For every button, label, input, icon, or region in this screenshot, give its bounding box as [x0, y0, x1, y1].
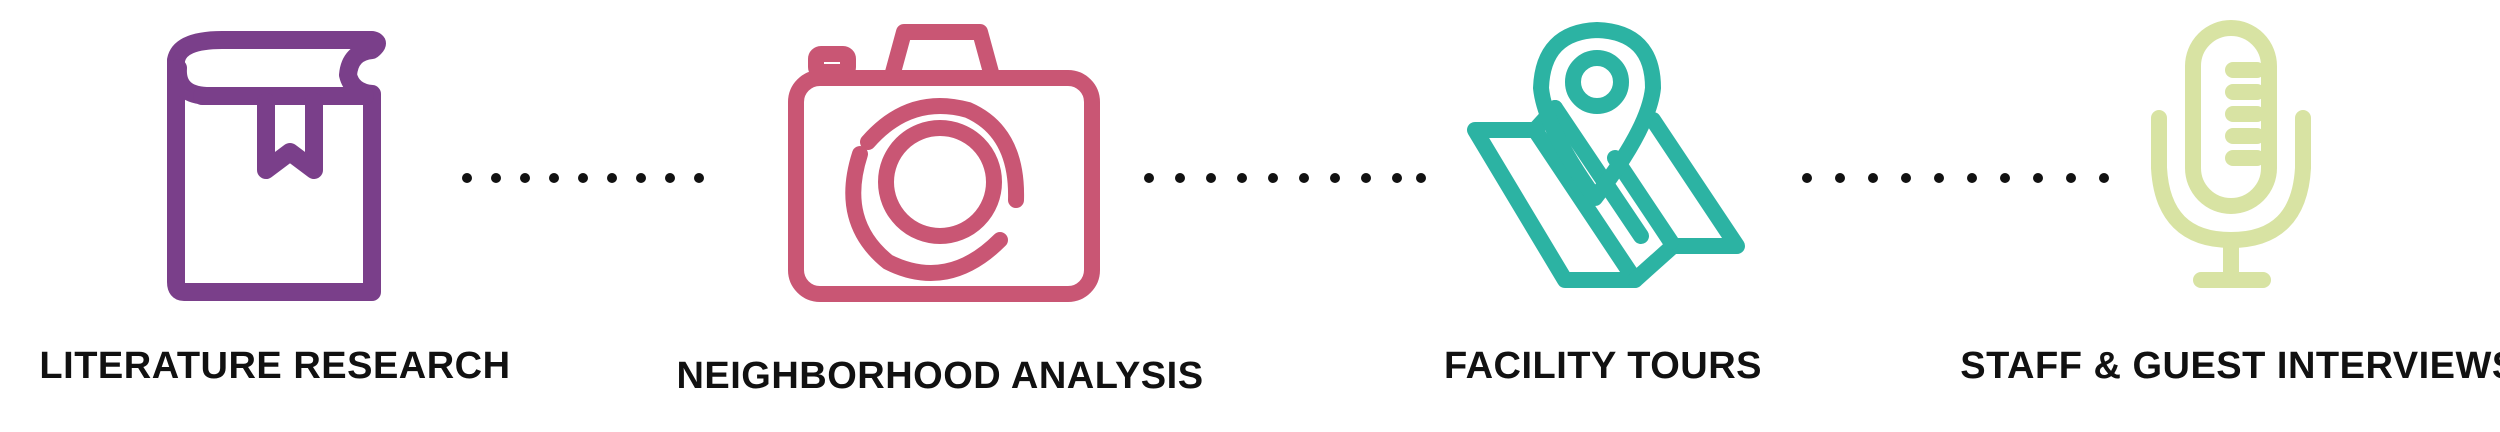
step-label-literature-research: LITERATURE RESEARCH	[39, 345, 511, 387]
step-label-facility-tours: FACILITY TOURS	[1443, 345, 1763, 387]
dotted-connector-3	[1802, 173, 2109, 183]
step-label-neighborhood-analysis: NEIGHBORHOOD ANALYSIS	[676, 355, 1204, 397]
microphone-icon	[2151, 20, 2311, 288]
camera-icon	[788, 24, 1100, 302]
book-icon	[167, 31, 386, 301]
step-label-staff-guest-interviews: STAFF & GUEST INTERVIEWS	[1960, 345, 2500, 387]
dotted-connector-1	[462, 173, 704, 183]
dotted-connector-2	[1144, 173, 1426, 183]
map-pin-icon	[1467, 22, 1745, 288]
